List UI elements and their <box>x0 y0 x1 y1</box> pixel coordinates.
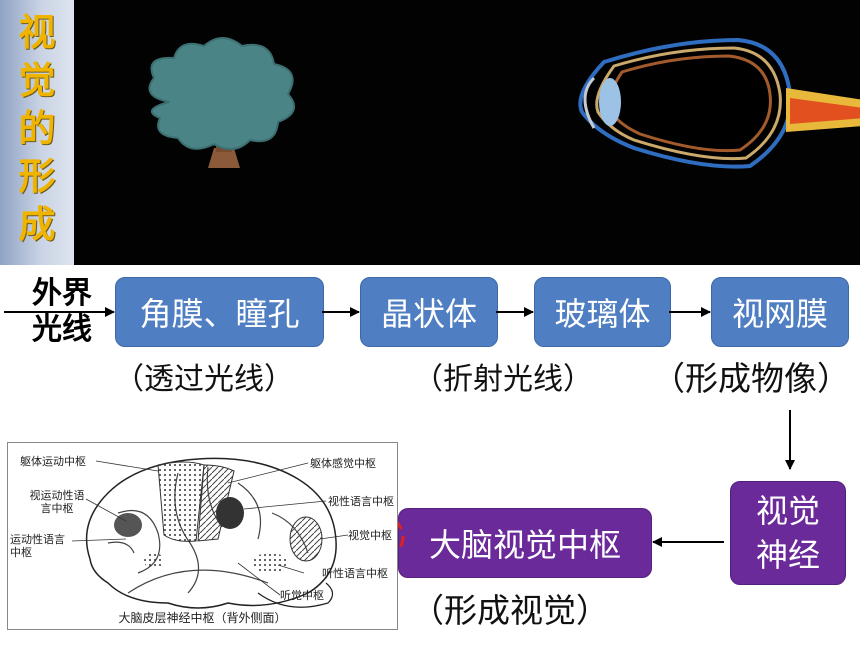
vitreous-box: 玻璃体 <box>534 277 671 347</box>
form-image-note: （形成物像） <box>652 359 850 398</box>
scene-illustration <box>148 37 860 169</box>
retina-box: 视网膜 <box>711 277 849 347</box>
visual-center-box: 大脑视觉中枢 <box>398 508 652 578</box>
eye-illustration <box>578 37 860 169</box>
title-char-3: 的 <box>18 107 56 150</box>
title-char-5: 成 <box>18 203 56 246</box>
title-char-2: 觉 <box>18 59 56 102</box>
optic-nerve-box: 视觉神经 <box>730 481 846 585</box>
transmit-light-note: （透过光线） <box>114 362 294 397</box>
scene-panel <box>74 0 860 265</box>
refract-light-note: （折射光线） <box>413 362 593 397</box>
tree-illustration <box>148 37 296 168</box>
brain-caption: 大脑皮层神经中枢（背外侧面） <box>118 611 287 625</box>
lens-box: 晶状体 <box>360 277 498 347</box>
title-char-4: 形 <box>18 155 56 198</box>
label-visual-motor-language: 视运动性语言中枢 <box>29 489 85 515</box>
brain-diagram: 躯体运动中枢 视运动性语言中枢 运动性语言中枢 躯体感觉中枢 视性语言中枢 视觉… <box>7 442 398 630</box>
label-visual-center: 视觉中枢 <box>348 529 392 542</box>
label-motor-language: 运动性语言中枢 <box>10 533 65 559</box>
label-somatic-sensory: 躯体感觉中枢 <box>310 457 376 470</box>
cornea-pupil-box: 角膜、瞳孔 <box>115 277 324 347</box>
label-auditory-center: 听觉中枢 <box>280 589 324 602</box>
label-auditory-language: 听性语言中枢 <box>322 567 388 580</box>
title-char-1: 视 <box>18 11 56 54</box>
label-somatic-motor: 躯体运动中枢 <box>20 455 86 468</box>
label-visual-language: 视性语言中枢 <box>328 495 394 508</box>
outside-light-label: 外界光线 <box>32 276 92 347</box>
brain-illustration <box>71 457 349 609</box>
title-strip: 视 觉 的 形 成 <box>0 0 74 265</box>
form-vision-note: （形成视觉） <box>411 591 609 630</box>
